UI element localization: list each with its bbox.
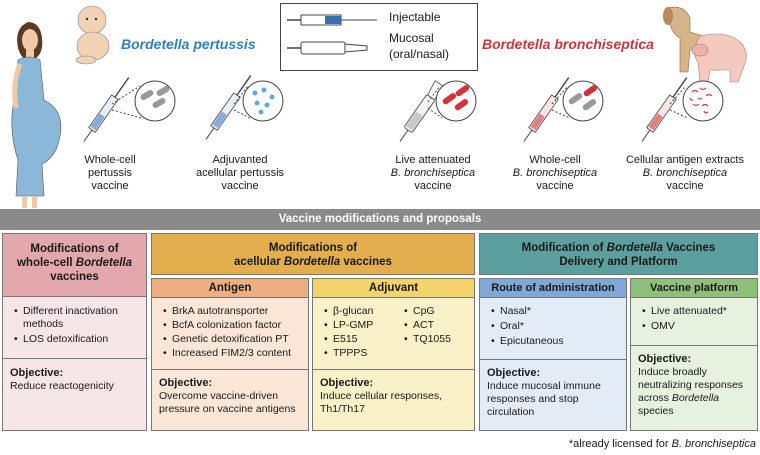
mucosal-sublabel: (oral/nasal) [389, 47, 450, 61]
list-item: BrkA autotransporter [163, 305, 308, 318]
route-list: Nasal* Oral* Epicutaneous [479, 298, 627, 360]
antigen-list: BrkA autotransporter BcfA colonization f… [151, 298, 309, 370]
list-item: Oral* [491, 320, 626, 333]
platform-objective: Objective: Induce broadly neutralizing r… [630, 346, 758, 431]
route-objective: Objective:Induce mucosal immune response… [479, 360, 627, 431]
list-item: LP-GMP [324, 319, 373, 332]
antigen-objective: Objective:Overcome vaccine-driven pressu… [151, 370, 309, 431]
route-header: Route of administration [479, 278, 627, 298]
licensed-footnote: *already licensed for B. bronchiseptica [568, 438, 756, 450]
list-item: BcfA colonization factor [163, 319, 308, 332]
list-item: TQ1055 [404, 333, 451, 346]
platform-header: Vaccine platform [630, 278, 758, 298]
delivery-header: Modification of Bordetella Vaccines Deli… [479, 233, 758, 275]
adjuvant-objective: Objective:Induce cellular responses, Th1… [312, 370, 475, 431]
list-item: Epicutaneous [491, 335, 626, 348]
acellular-header: Modifications of acellular Bordetella va… [151, 233, 475, 275]
mucosal-syringe-icon [287, 41, 368, 55]
bordetella-bronchiseptica-heading: Bordetella bronchiseptica [482, 36, 654, 52]
whole-cell-list: Different inactivation methods LOS detox… [2, 297, 147, 359]
platform-list: Live attenuated* OMV [630, 298, 758, 346]
injectable-syringe-icon [287, 14, 377, 26]
list-item: OMV [642, 320, 757, 333]
list-item: Different inactivation methods [14, 305, 146, 331]
list-item: CpG [404, 305, 451, 318]
list-item: Increased FIM2/3 content [163, 347, 308, 360]
mucosal-label: Mucosal [389, 31, 434, 45]
whole-cell-header: Modifications of whole-cell Bordetella v… [2, 233, 147, 297]
list-item: Live attenuated* [642, 305, 757, 318]
list-item: TPPPS [324, 347, 373, 360]
adjuvant-header: Adjuvant [312, 278, 475, 298]
whole-cell-objective: Objective:Reduce reactogenicity [2, 359, 147, 431]
list-item: E515 [324, 333, 373, 346]
bordetella-pertussis-heading: Bordetella pertussis [121, 36, 256, 52]
adjuvant-list: β-glucan LP-GMP E515 TPPPS CpG ACT TQ105… [312, 298, 475, 370]
antigen-header: Antigen [151, 278, 309, 298]
list-item: Genetic detoxification PT [163, 333, 308, 346]
list-item: Nasal* [491, 305, 626, 318]
list-item: ACT [404, 319, 451, 332]
list-item: β-glucan [324, 305, 374, 318]
modifications-banner: Vaccine modifications and proposals [0, 209, 760, 230]
list-item: LOS detoxification [14, 333, 146, 346]
injectable-label: Injectable [389, 10, 441, 24]
route-legend: Injectable Mucosal (oral/nasal) [280, 3, 478, 71]
